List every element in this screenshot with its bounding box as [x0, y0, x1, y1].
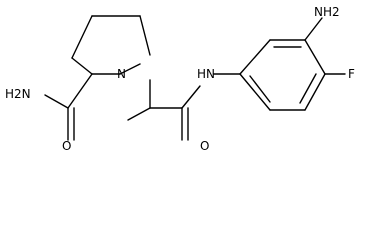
carbonyl-oxygen-right-label: O — [200, 139, 209, 153]
propanamide-linker — [127, 73, 241, 141]
benzene-ring — [239, 39, 326, 111]
left-carboxamide — [44, 73, 93, 141]
aryl-substituents — [304, 17, 346, 75]
fluoro-label: F — [348, 67, 355, 81]
ring-nitrogen-label: N — [117, 67, 126, 81]
molecule-structure: H2N N HN NH2 F O O — [5, 5, 355, 153]
carbonyl-oxygen-left-label: O — [62, 139, 71, 153]
amide-nh2-label: H2N — [5, 87, 31, 101]
pyrrolidine-ring — [71, 15, 151, 75]
aryl-nh2-label: NH2 — [314, 5, 340, 19]
amide-nh-label: HN — [197, 67, 215, 81]
